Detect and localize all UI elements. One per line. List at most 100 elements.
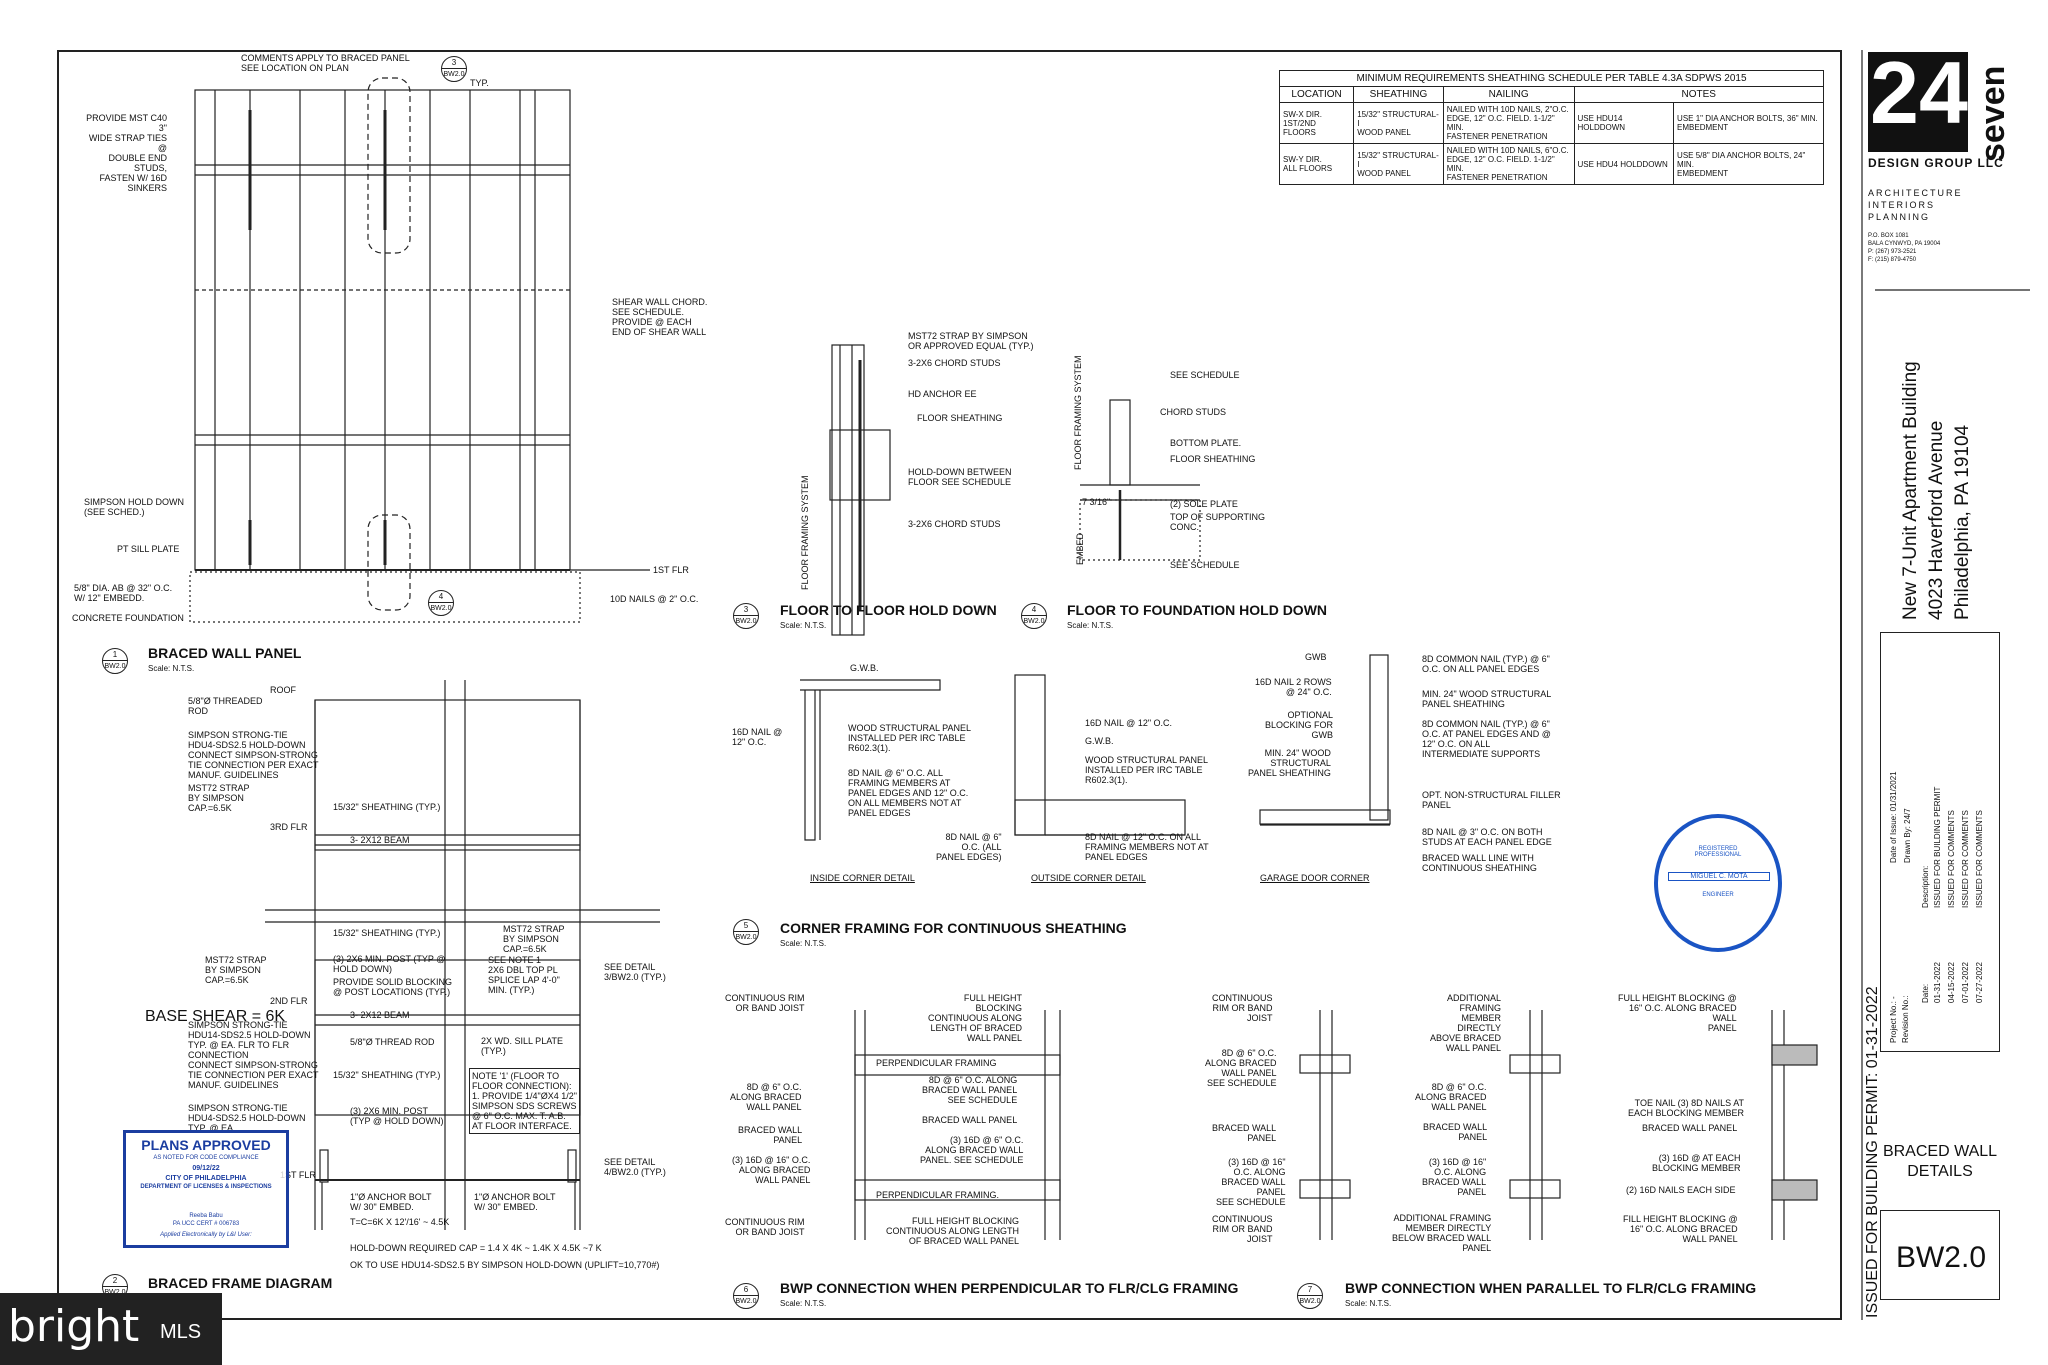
schedule-title: MINIMUM REQUIREMENTS SHEATHING SCHEDULE … bbox=[1279, 70, 1824, 87]
d6-perp2: PERPENDICULAR FRAMING. bbox=[876, 1190, 1000, 1200]
contact-line: F: (215) 879-4750 bbox=[1868, 257, 1917, 263]
d2-mst72c-label: MST72 STRAP BY SIMPSON CAP.=6.5K bbox=[205, 955, 267, 985]
d5-gar-filler: OPT. NON-STRUCTURAL FILLER PANEL bbox=[1422, 790, 1561, 810]
d2-flr2-label: 2ND FLR bbox=[270, 996, 308, 1006]
d2-holdreq-label: HOLD-DOWN REQUIRED CAP = 1.4 x 4K ~ 1.4K… bbox=[350, 1243, 602, 1253]
project-city: Philadelphia, PA 19104 bbox=[1952, 424, 1973, 620]
d2-blocking-label: PROVIDE SOLID BLOCKING @ POST LOCATIONS … bbox=[333, 977, 453, 997]
service-interiors: INTERIORS bbox=[1868, 200, 1936, 210]
d1-title: BRACED WALL PANEL bbox=[148, 645, 302, 661]
stamp-sub: AS NOTED FOR CODE COMPLIANCE bbox=[153, 1155, 259, 1161]
d7-rim1: CONTINUOUS RIM OR BAND JOIST bbox=[1212, 993, 1273, 1023]
stamp-applied: Applied Electronically by L&I User: bbox=[160, 1232, 252, 1238]
contact-block: P.O. BOX 1081 BALA CYNWYD, PA 19004 P: (… bbox=[1868, 232, 1940, 264]
project-street: 4023 Haverford Avenue bbox=[1926, 420, 1947, 620]
service-architecture: ARCHITECTURE bbox=[1868, 188, 1963, 198]
sheet-number: BW2.0 bbox=[1895, 1241, 1987, 1274]
d5-outside-name: OUTSIDE CORNER DETAIL bbox=[1031, 873, 1146, 883]
d2-hdu4-label: SIMPSON STRONG-TIE HDU4-SDS2.5 HOLD-DOWN… bbox=[188, 730, 319, 780]
d5-gar-nail16: 16d NAIL 2 ROWS @ 24" o.c. bbox=[1255, 677, 1332, 697]
company-logo: 24 seven DESIGN GROUP LLC bbox=[1868, 43, 2018, 182]
d6-full2: FULL HEIGHT BLOCKING CONTINUOUS ALONG LE… bbox=[886, 1216, 1020, 1246]
d4-see2-label: SEE SCHEDULE bbox=[1170, 560, 1240, 570]
d5-out-nail16: 16d NAIL @ 12" o.c. bbox=[1085, 718, 1173, 728]
watermark-brand: bright bbox=[8, 1301, 140, 1352]
d4-embed-label: EMBED bbox=[1075, 532, 1085, 565]
d1-holddown-label: SIMPSON HOLD DOWN (SEE SCHED.) bbox=[84, 497, 185, 517]
d2-bolt1-label: 1"Ø ANCHOR BOLT W/ 30" EMBED. bbox=[350, 1192, 432, 1212]
rev-desc: ISSUED FOR COMMENTS bbox=[1947, 810, 1956, 908]
d5-out-gwb: G.W.B. bbox=[1085, 736, 1114, 746]
table-row: SW-X DIR. 1ST/2ND FLOORS 15/32" STRUCTUR… bbox=[1278, 102, 1824, 144]
d5-garage-name: GARAGE DOOR CORNER bbox=[1260, 873, 1370, 883]
d5-in-nail8: 8d NAIL @ 6" o.c. ALL FRAMING MEMBERS AT… bbox=[848, 768, 969, 818]
d4-top-label: TOP OF SUPPORTING CONC. bbox=[1170, 512, 1266, 532]
table-cell: USE 5/8" DIA ANCHOR BOLTS, 24" MIN. EMBE… bbox=[1673, 143, 1824, 185]
stamp-cert: PA UCC CERT # 006783 bbox=[172, 1221, 240, 1227]
d7-add2: ADDITIONAL FRAMING MEMBER DIRECTLY BELOW… bbox=[1392, 1213, 1492, 1253]
stamp-city: CITY OF PHILADELPHIA bbox=[165, 1175, 247, 1182]
contact-line: P: (267) 973-2521 bbox=[1868, 249, 1917, 255]
d1-sill-label: PT SILL PLATE bbox=[117, 544, 180, 554]
stamp-date: 09/12/22 bbox=[192, 1165, 220, 1172]
table-cell: 15/32" STRUCTURAL-I WOOD PANEL bbox=[1353, 143, 1444, 185]
d7-each: (3) 16d @ AT EACH BLOCKING MEMBER bbox=[1652, 1153, 1741, 1173]
d1-comments-label: COMMENTS APPLY TO BRACED PANEL SEE LOCAT… bbox=[241, 53, 410, 73]
d2-note1-label: SEE NOTE 1 2x6 DBL TOP PL SPLICE LAP 4'-… bbox=[488, 955, 560, 995]
d6-along2: (3) 16d @ 6" o.c. ALONG BRACED WALL PANE… bbox=[920, 1135, 1024, 1165]
d6-full1: FULL HEIGHT BLOCKING CONTINUOUS ALONG LE… bbox=[928, 993, 1023, 1043]
d6-rim1: CONTINUOUS RIM OR BAND JOIST bbox=[725, 993, 805, 1013]
d4-title: FLOOR TO FOUNDATION HOLD DOWN bbox=[1067, 602, 1328, 618]
d1-typ-label: TYP. bbox=[470, 78, 489, 88]
project-no: Project No.: - bbox=[1889, 996, 1898, 1043]
d6-perp1: PERPENDICULAR FRAMING bbox=[876, 1058, 997, 1068]
rev-desc: ISSUED FOR COMMENTS bbox=[1975, 810, 1984, 908]
logo-word: seven bbox=[1974, 65, 2012, 162]
d5-scale: Scale: N.T.S. bbox=[780, 939, 827, 948]
brightmls-watermark: bright MLS bbox=[0, 1293, 222, 1365]
d5-out-nail8b: 8d NAIL @ 12" o.c. ON ALL FRAMING MEMBER… bbox=[1085, 832, 1209, 862]
d2-bolt2-label: 1"Ø ANCHOR BOLT W/ 30" EMBED. bbox=[474, 1192, 556, 1212]
description-header: Description: bbox=[1921, 865, 1930, 908]
d1-chord-label: SHEAR WALL CHORD. SEE SCHEDULE. PROVIDE … bbox=[612, 297, 708, 337]
d5-gar-min24: min. 24" WOOD STRUCTURAL PANEL SHEATHING bbox=[1248, 748, 1331, 778]
d1-scale: Scale: N.T.S. bbox=[148, 664, 195, 673]
d4-see1-label: SEE SCHEDULE bbox=[1170, 370, 1240, 380]
sheet-number-box: BW2.0 bbox=[1880, 1210, 2000, 1300]
d2-beam1-label: 3- 2x12 BEAM bbox=[350, 835, 410, 845]
d5-out-nail8a: 8d NAIL @ 6" o.c. (ALL PANEL EDGES) bbox=[936, 832, 1002, 862]
stamp-dept: DEPARTMENT OF LICENSES & INSPECTIONS bbox=[140, 1184, 272, 1190]
rev-date: 07-01-2022 bbox=[1961, 962, 1970, 1003]
d3-chord1-label: 3-2x6 CHORD STUDS bbox=[908, 358, 1001, 368]
d2-tc-label: T=C=6K x 12'/16' ~ 4.5K bbox=[350, 1217, 450, 1227]
d5-gar-line: BRACED WALL LINE WITH CONTINUOUS SHEATHI… bbox=[1422, 853, 1537, 873]
watermark-suffix: MLS bbox=[160, 1321, 202, 1343]
d2-flr3-label: 3RD FLR bbox=[270, 822, 308, 832]
d5-in-nail16: 16d NAIL @ 12" o.c. bbox=[732, 727, 783, 747]
d2-rod-label: 5/8"Ø THREADED ROD bbox=[188, 696, 263, 716]
d7-two: (2) 16d NAILS EACH SIDE bbox=[1626, 1185, 1736, 1195]
d4-floor-label: FLOOR SHEATHING bbox=[1170, 454, 1256, 464]
d2-mst72a-label: MST72 STRAP BY SIMPSON CAP.=6.5K bbox=[188, 783, 250, 813]
d2-beam2-label: 3- 2x12 BEAM bbox=[350, 1010, 410, 1020]
rev-date: 01-31-2022 bbox=[1933, 962, 1942, 1003]
d2-sheath3-label: 15/32" SHEATHING (TYP.) bbox=[333, 1070, 441, 1080]
logo-subtitle: DESIGN GROUP LLC bbox=[1868, 156, 2004, 170]
d2-roof-label: ROOF bbox=[270, 685, 296, 695]
d2-post2-label: (3) 2x6 MIN. POST (TYP @ HOLD DOWN) bbox=[350, 1106, 444, 1126]
service-planning: PLANNING bbox=[1868, 212, 1931, 222]
d2-post1-label: (3) 2x6 MIN. POST (TYP @ HOLD DOWN) bbox=[333, 954, 446, 974]
d7-panel: BRACED WALL PANEL bbox=[1212, 1123, 1277, 1143]
d2-sheath1-label: 15/32" SHEATHING (TYP.) bbox=[333, 802, 441, 812]
table-cell: USE HDU4 HOLDDOWN bbox=[1573, 143, 1675, 185]
schedule-header: NAILING bbox=[1442, 86, 1575, 103]
d2-base-shear: BASE SHEAR = 6K bbox=[145, 1008, 286, 1025]
stamp-title: PLANS APPROVED bbox=[141, 1137, 271, 1153]
d7-nail6: 8d @ 6" o.c. ALONG BRACED WALL PANEL SEE… bbox=[1205, 1048, 1277, 1088]
